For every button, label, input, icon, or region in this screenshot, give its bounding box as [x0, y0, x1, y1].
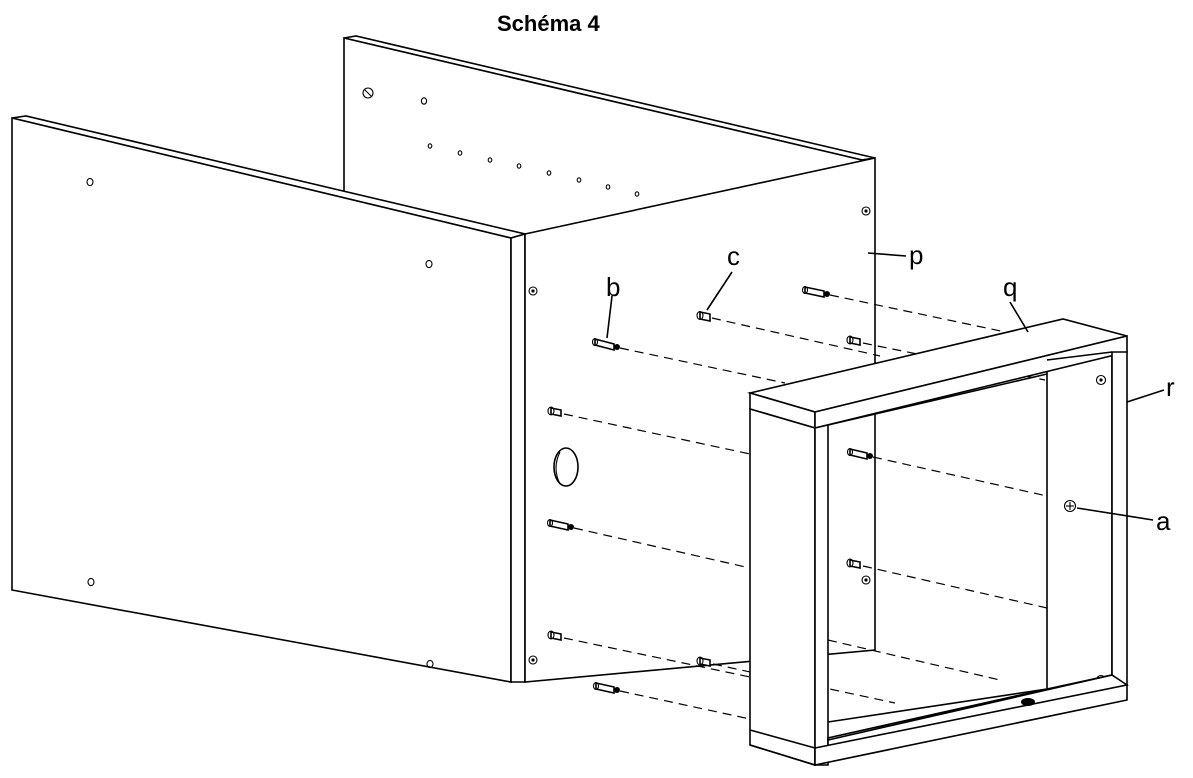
callout-a: a: [1156, 506, 1171, 536]
dowel-left-1: [547, 406, 562, 417]
callout-p: p: [909, 240, 923, 270]
dowel-top-right: [801, 285, 830, 298]
callout-c: c: [727, 241, 740, 271]
dowel-left-2: [546, 518, 574, 531]
callout-r: r: [1166, 372, 1175, 402]
back-panel-holes: [362, 87, 640, 197]
callout-q: q: [1003, 272, 1017, 302]
dowel-left-3: [547, 630, 562, 641]
front-panel-edge: [510, 232, 526, 683]
drawer-frame: [746, 318, 1129, 767]
dowel-frame-1: [846, 447, 873, 461]
diagram-title: Schéma 4: [497, 11, 600, 36]
side-panel-holes: [86, 177, 434, 669]
front-panel-screws: [528, 206, 871, 665]
bottom-rail: [749, 674, 1129, 766]
dowel-c: [696, 310, 711, 322]
dowel-b: [591, 337, 620, 352]
leader-lines: [606, 252, 1165, 521]
front-post: [749, 407, 829, 767]
dowel-bottom-2: [592, 681, 620, 694]
dowel-frame-2: [846, 558, 861, 569]
dowel-right-mid: [846, 335, 861, 346]
cam-lock-a: [1063, 499, 1077, 513]
dowels: [546, 285, 873, 694]
callout-b: b: [606, 272, 620, 302]
bottom-hole: [1021, 698, 1035, 706]
cable-hole: [553, 447, 579, 487]
dowel-bottom-1: [696, 656, 711, 667]
